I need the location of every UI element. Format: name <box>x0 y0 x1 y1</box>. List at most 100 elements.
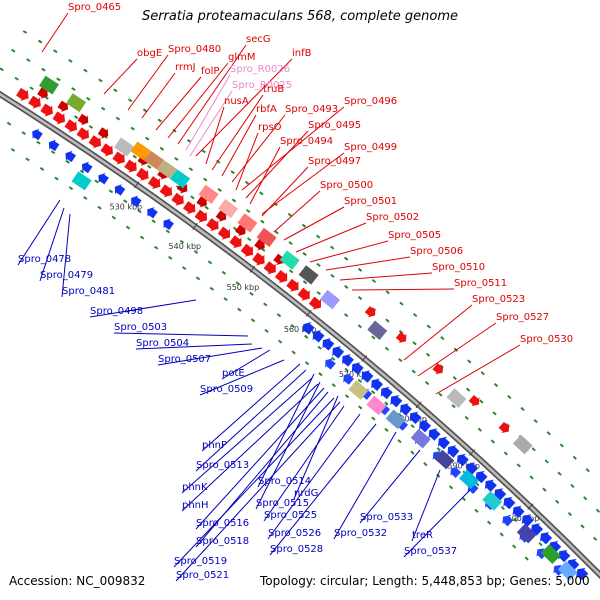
lane-dash <box>384 401 389 406</box>
lane-dash <box>304 361 310 366</box>
forward-gene-label: rpsO <box>258 122 282 133</box>
lane-dash <box>371 278 377 284</box>
forward-gene-label: Spro_0506 <box>410 246 463 257</box>
lane-dash <box>304 334 309 339</box>
lane-dash <box>344 284 349 289</box>
tick-mark <box>361 355 368 362</box>
leader-line <box>41 12 69 53</box>
gene-block <box>71 171 92 191</box>
lane-dash <box>139 235 145 240</box>
leader-line <box>201 363 301 452</box>
lane-dash <box>544 459 549 464</box>
lane-dash <box>246 209 251 214</box>
forward-gene-label: Spro_0493 <box>285 104 338 115</box>
forward-gene-arrow <box>196 196 207 208</box>
gene-block <box>366 395 387 416</box>
lane-dash <box>221 270 227 275</box>
reverse-gene-arrow <box>163 218 174 230</box>
lane-dash <box>316 291 321 296</box>
forward-gene-arrow <box>217 226 231 240</box>
forward-gene-label: glmM <box>228 52 256 63</box>
lane-dash <box>570 483 575 489</box>
forward-gene-arrow <box>147 176 161 190</box>
reverse-gene-arrow <box>409 411 422 424</box>
reverse-gene-arrow <box>447 445 460 458</box>
lane-dash <box>97 205 102 210</box>
leader-line <box>255 381 321 510</box>
forward-gene-label: infB <box>292 48 312 59</box>
tick-mark <box>469 449 476 456</box>
leader-line <box>221 114 257 177</box>
forward-gene-label: Spro_0500 <box>320 180 373 191</box>
lane-dash <box>181 266 187 271</box>
lane-dash <box>250 318 256 323</box>
reverse-gene-label: phnH <box>182 500 209 511</box>
leader-line <box>103 58 138 95</box>
reverse-gene-label: Spro_0526 <box>268 528 321 539</box>
lane-dash <box>167 255 173 260</box>
forward-gene-arrow <box>64 119 77 133</box>
lane-dash <box>108 189 114 194</box>
lane-dash <box>39 166 45 171</box>
forward-gene-label: Spro_0527 <box>496 312 549 323</box>
lane-dash <box>503 451 508 456</box>
forward-gene-arrow <box>88 135 101 149</box>
lane-dash <box>232 226 238 231</box>
gene-block <box>512 434 533 455</box>
reverse-gene-label: Spro_0533 <box>360 512 413 523</box>
lane-dash <box>399 301 404 306</box>
lane-dash <box>542 487 547 492</box>
forward-gene-arrow <box>235 224 246 236</box>
leader-line <box>167 62 229 139</box>
lane-dash <box>507 394 512 400</box>
lane-dash <box>188 167 194 172</box>
leader-line <box>155 76 202 131</box>
reverse-gene-arrow <box>147 207 158 219</box>
lane-dash <box>249 291 254 296</box>
tick-mark <box>192 222 198 230</box>
reverse-gene-label: Spro_0514 <box>258 476 311 487</box>
tick-mark <box>305 309 312 317</box>
reverse-gene-arrow <box>48 139 60 152</box>
lane-dash <box>451 404 456 409</box>
forward-gene-label: Spro_R0025 <box>232 80 292 91</box>
forward-gene-arrow <box>263 261 276 275</box>
forward-gene-label: Spro_0501 <box>344 196 397 207</box>
lane-dash <box>513 517 518 523</box>
forward-gene-arrow <box>297 287 310 301</box>
leader-line <box>181 377 313 494</box>
reverse-gene-arrow <box>65 150 76 163</box>
lane-dash <box>499 532 504 537</box>
leader-line <box>261 166 309 217</box>
reverse-gene-arrow <box>302 322 315 335</box>
lane-dash <box>50 150 56 155</box>
lane-dash <box>371 390 376 395</box>
reverse-gene-label: Spro_0503 <box>114 322 167 333</box>
lane-dash <box>465 387 471 392</box>
lane-dash <box>424 380 430 386</box>
lane-dash <box>357 296 363 301</box>
lane-dash <box>410 424 415 429</box>
gene-block <box>279 250 300 270</box>
lane-dash <box>83 195 88 200</box>
forward-gene-arrow <box>215 210 227 222</box>
forward-gene-arrow <box>100 143 113 157</box>
lane-dash <box>94 179 99 184</box>
genome-summary: Topology: circular; Length: 5,448,853 bp… <box>260 574 590 588</box>
lane-dash <box>583 496 588 501</box>
forward-gene-label: Spro_0480 <box>168 44 221 55</box>
lane-dash <box>580 524 585 529</box>
leader-line <box>333 431 397 540</box>
forward-gene-label: Spro_0510 <box>432 262 485 273</box>
lane-dash <box>490 439 496 444</box>
gene-block <box>446 388 467 408</box>
lane-dash <box>287 212 293 217</box>
tick-label: 570 kbp <box>339 370 372 379</box>
leader-line <box>113 332 249 337</box>
leader-line <box>127 54 169 111</box>
lane-dash <box>384 427 389 432</box>
reverse-gene-arrow <box>450 466 462 478</box>
reverse-gene-label: Spro_0537 <box>404 546 457 557</box>
leader-line <box>241 106 345 191</box>
leader-line <box>351 288 455 291</box>
